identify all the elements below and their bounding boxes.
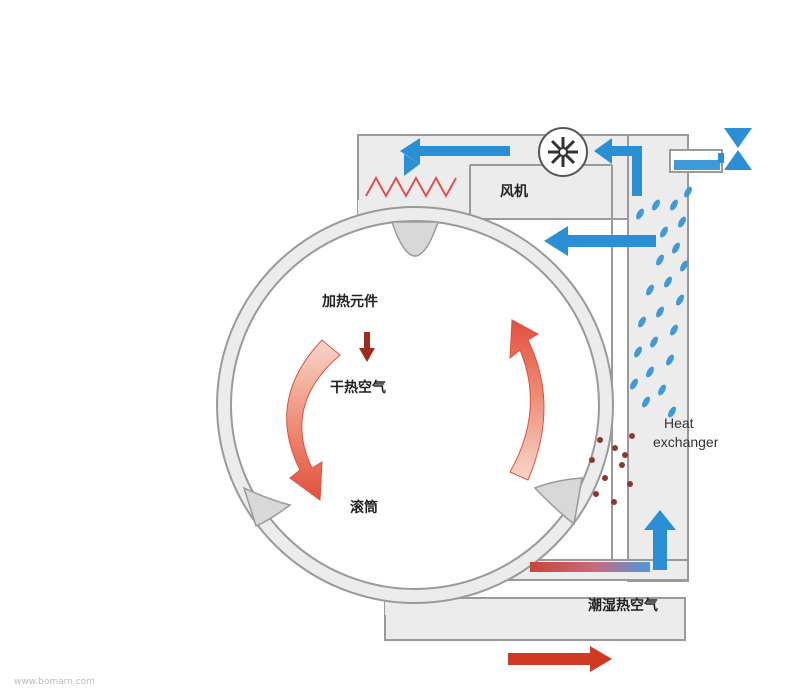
heat-exchanger-label-line1: Heat: [664, 415, 694, 431]
cool-arrow-middle: [566, 235, 656, 247]
hot-air-arrow-right: [509, 319, 545, 481]
dark-hot-arrow-down: [359, 332, 375, 362]
humid-hot-air-label: 潮湿热空气: [588, 597, 658, 614]
fan-icon: [538, 127, 588, 177]
cool-arrow-top-left: [420, 146, 510, 156]
valve-icon: [718, 128, 752, 170]
exhaust-arrow: [508, 646, 612, 672]
drum-baffle-right: [533, 477, 583, 526]
drum: [216, 206, 614, 604]
water-spray: [630, 186, 692, 418]
heating-element-label: 加热元件: [321, 293, 378, 310]
humid-air-arrow: [530, 562, 650, 572]
fan-label: 风机: [500, 183, 528, 200]
heating-coil-icon: [365, 175, 457, 199]
drum-label: 滚筒: [350, 499, 378, 516]
drum-baffle-left: [242, 486, 292, 528]
heat-exchanger-label-line2: exchanger: [653, 434, 719, 450]
watermark: www.bomarn.com: [14, 677, 95, 687]
drum-baffle-top: [390, 221, 440, 257]
lint-particles: [589, 433, 635, 505]
cool-arrow-up: [653, 528, 667, 570]
cool-air-flow: [400, 138, 676, 570]
dry-hot-air-label: 干热空气: [330, 379, 386, 396]
cool-arrow-top-right: [610, 146, 634, 156]
hot-air-arrow-left: [286, 339, 341, 501]
